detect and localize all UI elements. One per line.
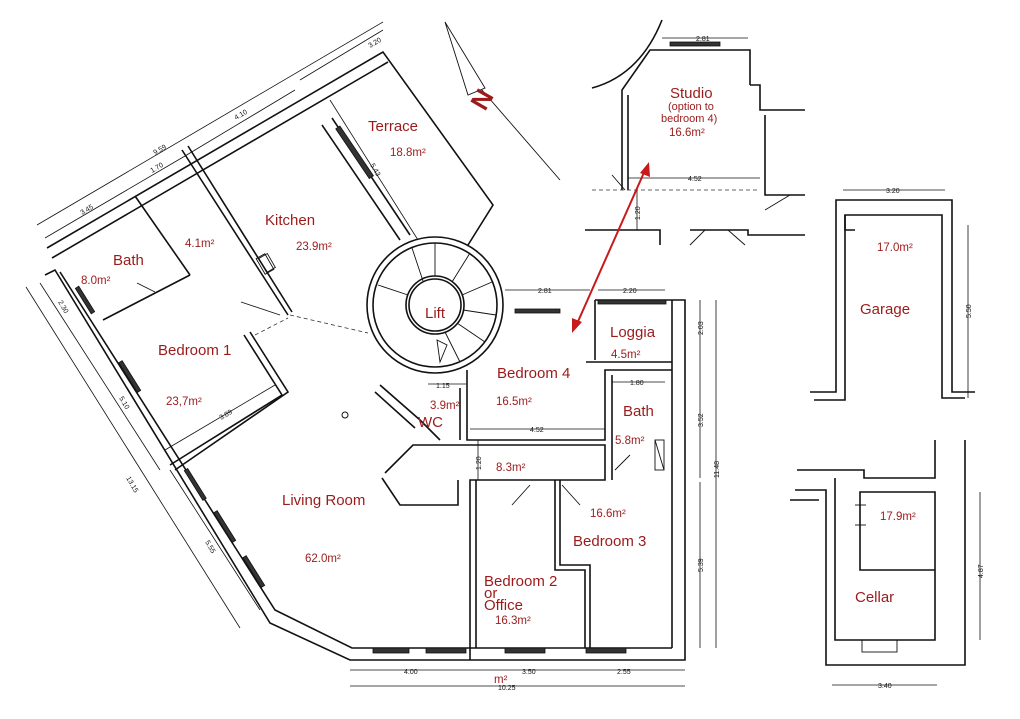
room-bath1-name: Bath bbox=[113, 252, 144, 269]
kitchen-sink-icon bbox=[258, 252, 276, 274]
room-lift-name: Lift bbox=[425, 305, 446, 322]
room-terrace-name: Terrace bbox=[368, 118, 418, 135]
room-bedroom2-area: 16.3m² bbox=[495, 615, 531, 627]
spiral-staircase bbox=[366, 236, 504, 374]
cursor-marker bbox=[341, 411, 349, 419]
dim-bedroom4-width: 4.52 bbox=[530, 427, 544, 434]
room-bath2-area: 5.8m² bbox=[615, 435, 645, 447]
room-bedroom4-name: Bedroom 4 bbox=[497, 365, 570, 382]
dim-hall-width: 1.20 bbox=[476, 456, 483, 470]
dim-kitchen-width: 4.10 bbox=[234, 109, 249, 122]
dim-bedroom4-top: 2.81 bbox=[538, 288, 552, 295]
doors bbox=[136, 253, 631, 506]
dim-bath-width: 3.45 bbox=[80, 204, 95, 217]
dim-bath-depth: 2.30 bbox=[56, 300, 69, 315]
room-cellar-name: Cellar bbox=[855, 589, 894, 606]
room-garage-name: Garage bbox=[860, 301, 910, 318]
dim-utility-width: 1.70 bbox=[150, 162, 165, 175]
studio-walls bbox=[585, 19, 805, 246]
north-label: N bbox=[464, 84, 499, 115]
room-labels: Terrace 18.8m² Kitchen 23.9m² Bath 8.0m²… bbox=[81, 85, 916, 686]
room-loggia-area: 4.5m² bbox=[611, 349, 641, 361]
room-terrace-area: 18.8m² bbox=[390, 147, 426, 159]
room-wc-area: 3.9m² bbox=[430, 400, 460, 412]
room-bath1-area: 8.0m² bbox=[81, 275, 111, 287]
dim-terrace-width: 3.20 bbox=[368, 37, 383, 50]
room-cellar-area: 17.9m² bbox=[880, 511, 916, 523]
room-bedroom2-or: or bbox=[484, 585, 497, 602]
room-wc-name: WC bbox=[418, 414, 443, 431]
windows bbox=[74, 125, 667, 654]
north-arrow: N bbox=[444, 21, 561, 181]
dim-loggia-width: 2.20 bbox=[623, 288, 637, 295]
dim-garage-width: 3.20 bbox=[886, 188, 900, 195]
room-kitchen-name: Kitchen bbox=[265, 212, 315, 229]
dim-bedroom1-depth: 5.10 bbox=[117, 396, 130, 411]
dim-total-top: 9.59 bbox=[153, 144, 168, 157]
room-bedroom3-name: Bedroom 3 bbox=[573, 533, 646, 550]
dim-left-total: 13.15 bbox=[124, 476, 139, 495]
room-utility-area: 4.1m² bbox=[185, 238, 215, 250]
dim-living-depth: 5.55 bbox=[203, 540, 216, 555]
room-studio-name: Studio bbox=[670, 85, 713, 102]
dim-studio-top: 2.81 bbox=[696, 36, 710, 43]
dim-cellar-width: 3.40 bbox=[878, 683, 892, 690]
dim-bath2-depth: 3.52 bbox=[698, 413, 705, 427]
dim-studio-width: 4.52 bbox=[688, 176, 702, 183]
room-studio-note2: bedroom 4) bbox=[661, 113, 717, 125]
dim-bottom-total: 10.25 bbox=[498, 685, 516, 692]
dim-bedroom3-depth: 5.39 bbox=[698, 558, 705, 572]
room-studio-area: 16.6m² bbox=[669, 127, 705, 139]
dim-bottom-c: 2.55 bbox=[617, 669, 631, 676]
room-studio-note1: (option to bbox=[668, 101, 714, 113]
dim-bath2-width: 1.80 bbox=[630, 380, 644, 387]
dim-studio-hall: 1.20 bbox=[635, 206, 642, 220]
cellar-walls bbox=[790, 440, 966, 666]
garage-walls bbox=[810, 199, 975, 401]
dim-right-total: 11.48 bbox=[714, 461, 721, 478]
dim-bottom-b: 3.50 bbox=[522, 669, 536, 676]
dim-loggia-depth: 2.03 bbox=[698, 321, 705, 335]
room-garage-area: 17.0m² bbox=[877, 242, 913, 254]
room-hall-area: 8.3m² bbox=[496, 462, 526, 474]
room-bedroom1-name: Bedroom 1 bbox=[158, 342, 231, 359]
room-kitchen-area: 23.9m² bbox=[296, 241, 332, 253]
room-living-name: Living Room bbox=[282, 492, 365, 509]
room-bedroom1-area: 23,7m² bbox=[166, 396, 202, 408]
room-loggia-name: Loggia bbox=[610, 324, 656, 341]
dim-garage-depth: 5.50 bbox=[966, 304, 973, 318]
room-living-area: 62.0m² bbox=[305, 553, 341, 565]
room-bedroom3-area: 16.6m² bbox=[590, 508, 626, 520]
room-bedroom4-area: 16.5m² bbox=[496, 396, 532, 408]
dimension-lines bbox=[25, 21, 981, 687]
room-bedroom2-name: Bedroom 2 bbox=[484, 573, 557, 590]
room-bath2-name: Bath bbox=[623, 403, 654, 420]
room-bedroom2-office: Office bbox=[484, 597, 523, 614]
dim-wc-width: 1.15 bbox=[436, 383, 450, 390]
dim-cellar-depth: 4.87 bbox=[978, 564, 985, 578]
studio-link-arrow bbox=[572, 162, 650, 333]
stray-unit-label: m² bbox=[494, 674, 508, 686]
dim-bottom-a: 4.00 bbox=[404, 669, 418, 676]
main-apartment-walls bbox=[44, 50, 686, 661]
